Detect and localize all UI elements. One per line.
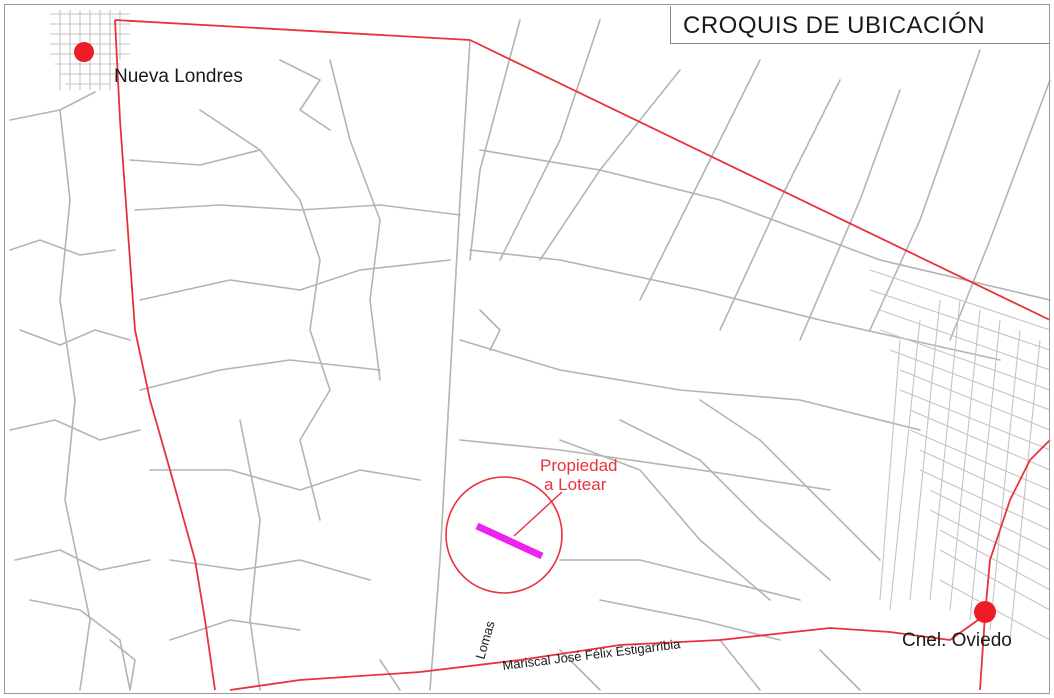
- road-network: [9, 10, 1051, 691]
- property-circle: [445, 476, 563, 594]
- nueva-londres-marker[interactable]: [74, 42, 94, 62]
- map-title: CROQUIS DE UBICACIÓN: [683, 12, 986, 39]
- property-leader-line: [513, 491, 563, 537]
- property-label-line2: a Lotear: [544, 475, 607, 494]
- nueva-londres-label: Nueva Londres: [114, 66, 243, 87]
- property-label-line1: Propiedad: [540, 456, 618, 475]
- map-title-box: CROQUIS DE UBICACIÓN: [670, 6, 1050, 44]
- side-road-label: Lomas: [472, 619, 497, 661]
- property-parcel: [475, 522, 544, 560]
- district-boundaries: [114, 19, 1051, 691]
- cnel-oviedo-label: Cnel. Oviedo: [902, 630, 1012, 651]
- cnel-oviedo-marker[interactable]: [974, 601, 996, 623]
- property-marker[interactable]: [445, 476, 563, 594]
- mariscal-road-label: Mariscal José Félix Estigarribia: [502, 636, 682, 673]
